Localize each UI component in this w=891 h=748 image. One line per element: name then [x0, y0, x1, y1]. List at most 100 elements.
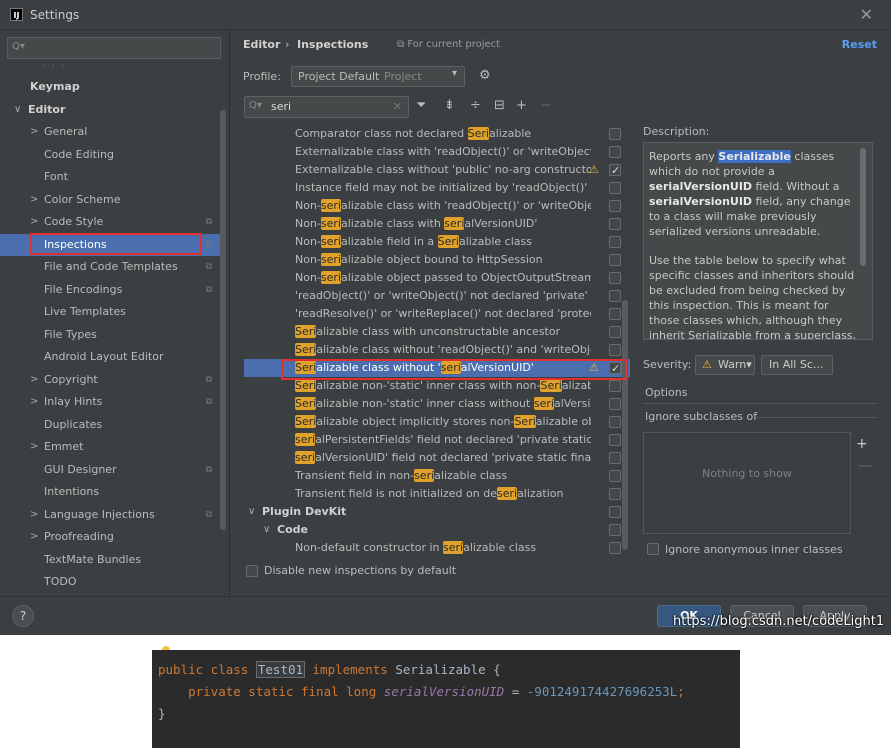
- sidebar-item-duplicates[interactable]: Duplicates: [0, 414, 222, 436]
- inspection-checkbox[interactable]: [609, 326, 621, 338]
- expand-all-icon[interactable]: ⇟: [444, 98, 455, 113]
- inspection-checkbox[interactable]: [609, 200, 621, 212]
- profile-select[interactable]: Project Default Project ▾: [291, 66, 465, 87]
- inspection-checkbox[interactable]: [609, 290, 621, 302]
- remove-icon[interactable]: −: [540, 98, 551, 113]
- gear-icon[interactable]: ⚙: [479, 68, 491, 83]
- sidebar-item-file-and-code-templates[interactable]: File and Code Templates⧉: [0, 256, 222, 278]
- inspection-checkbox[interactable]: [609, 452, 621, 464]
- sidebar-item-inlay-hints[interactable]: >Inlay Hints⧉: [0, 391, 222, 413]
- ok-button[interactable]: OK: [657, 605, 721, 627]
- inspection-subgroup-row[interactable]: ∨Code: [244, 521, 630, 539]
- close-icon[interactable]: ✕: [859, 5, 873, 24]
- inspection-row[interactable]: Non-serializable object passed to Object…: [244, 269, 630, 287]
- inspection-checkbox[interactable]: [609, 128, 621, 140]
- sidebar-item-todo[interactable]: TODO: [0, 571, 222, 593]
- sidebar-item-code-editing[interactable]: Code Editing: [0, 144, 222, 166]
- apply-button[interactable]: Apply: [803, 605, 867, 627]
- tree-scrollbar[interactable]: [622, 300, 628, 550]
- severity-select[interactable]: ⚠ Warn▾: [695, 355, 755, 375]
- sidebar-item-file-types[interactable]: File Types: [0, 324, 222, 346]
- inspection-row[interactable]: Externalizable class without 'public' no…: [244, 161, 630, 180]
- inspection-checkbox[interactable]: [609, 162, 621, 180]
- sidebar-item-emmet[interactable]: >Emmet: [0, 436, 222, 458]
- collapse-all-icon[interactable]: ÷: [470, 98, 481, 113]
- inspection-row[interactable]: Transient field is not initialized on de…: [244, 485, 630, 503]
- sidebar-item-code-style[interactable]: >Code Style⧉: [0, 211, 222, 233]
- inspection-row[interactable]: Instance field may not be initialized by…: [244, 179, 630, 197]
- inspection-checkbox[interactable]: [609, 542, 621, 554]
- chevron-right-icon[interactable]: >: [30, 373, 39, 385]
- disable-new-checkbox[interactable]: [246, 565, 258, 577]
- scope-select[interactable]: In All Sc...: [761, 355, 833, 375]
- sidebar-item-gui-designer[interactable]: GUI Designer⧉: [0, 459, 222, 481]
- inspection-row[interactable]: Serializable object implicitly stores no…: [244, 413, 630, 431]
- inspection-row[interactable]: Serializable non-'static' inner class wi…: [244, 377, 630, 395]
- inspection-row[interactable]: Serializable non-'static' inner class wi…: [244, 395, 630, 413]
- chevron-down-icon[interactable]: ∨: [263, 524, 271, 535]
- inspection-checkbox[interactable]: [609, 470, 621, 482]
- inspection-row[interactable]: Transient field in non-serializable clas…: [244, 467, 630, 485]
- inspection-row[interactable]: serialVersionUID' field not declared 'pr…: [244, 449, 630, 467]
- inspection-checkbox[interactable]: [609, 344, 621, 356]
- sidebar-item-keymap[interactable]: Keymap: [0, 76, 222, 98]
- inspection-checkbox[interactable]: [609, 398, 621, 410]
- sidebar-item-android-layout-editor[interactable]: Android Layout Editor: [0, 346, 222, 368]
- disable-new-inspections-option[interactable]: Disable new inspections by default: [244, 562, 624, 580]
- inspection-row[interactable]: Comparator class not declared Serializab…: [244, 125, 630, 143]
- chevron-right-icon[interactable]: >: [30, 126, 39, 137]
- ignore-subclasses-list[interactable]: Nothing to show: [643, 432, 851, 534]
- sidebar-item-copyright[interactable]: >Copyright⧉: [0, 369, 222, 391]
- description-scrollbar[interactable]: [860, 148, 866, 266]
- inspection-row[interactable]: Serializable class with unconstructable …: [244, 323, 630, 341]
- clear-search-icon[interactable]: ✕: [392, 100, 402, 113]
- chevron-right-icon[interactable]: >: [30, 441, 39, 452]
- chevron-right-icon[interactable]: >: [30, 531, 39, 542]
- inspection-checkbox[interactable]: [609, 360, 621, 378]
- reset-link[interactable]: Reset: [841, 38, 877, 51]
- inspection-row[interactable]: Non-serializable class with serialVersio…: [244, 215, 630, 233]
- inspection-checkbox[interactable]: [609, 506, 621, 518]
- inspection-checkbox[interactable]: [609, 488, 621, 500]
- ignore-anonymous-checkbox[interactable]: [647, 543, 659, 555]
- inspection-checkbox[interactable]: [609, 416, 621, 428]
- sidebar-item-file-encodings[interactable]: File Encodings⧉: [0, 279, 222, 301]
- inspection-checkbox[interactable]: [609, 182, 621, 194]
- sidebar-item-font[interactable]: Font: [0, 166, 222, 188]
- chevron-down-icon[interactable]: ∨: [14, 103, 22, 115]
- sidebar-item-inspections[interactable]: Inspections⧉: [0, 233, 222, 256]
- sidebar-scrollbar[interactable]: [220, 110, 226, 530]
- sidebar-item-intentions[interactable]: Intentions: [0, 481, 222, 503]
- inspection-checkbox[interactable]: [609, 434, 621, 446]
- cancel-button[interactable]: Cancel: [730, 605, 794, 627]
- sidebar-item-editor[interactable]: ∨Editor: [0, 99, 222, 121]
- chevron-right-icon[interactable]: >: [30, 396, 39, 407]
- sidebar-item-textmate-bundles[interactable]: TextMate Bundles: [0, 549, 222, 571]
- sidebar-item-general[interactable]: >General: [0, 121, 222, 143]
- chevron-right-icon[interactable]: >: [30, 508, 39, 520]
- ignore-anonymous-option[interactable]: Ignore anonymous inner classes: [647, 541, 877, 559]
- inspection-row[interactable]: 'readObject()' or 'writeObject()' not de…: [244, 287, 630, 305]
- inspection-checkbox[interactable]: [609, 218, 621, 230]
- inspection-checkbox[interactable]: [609, 308, 621, 320]
- breadcrumb-editor[interactable]: Editor: [243, 38, 281, 51]
- inspection-checkbox[interactable]: [609, 524, 621, 536]
- inspection-row[interactable]: Non-serializable field in a Serializable…: [244, 233, 630, 251]
- inspection-checkbox[interactable]: [609, 236, 621, 248]
- filter-icon[interactable]: ⏷: [416, 98, 427, 113]
- sidebar-item-language-injections[interactable]: >Language Injections⧉: [0, 504, 222, 526]
- inspection-row[interactable]: Serializable class without 'serialVersio…: [244, 359, 630, 378]
- remove-icon[interactable]: —: [858, 458, 872, 474]
- sidebar-item-proofreading[interactable]: >Proofreading: [0, 526, 222, 548]
- help-button[interactable]: ?: [12, 605, 34, 627]
- sidebar-item-color-scheme[interactable]: >Color Scheme: [0, 189, 222, 211]
- inspection-row[interactable]: Non-serializable class with 'readObject(…: [244, 197, 630, 215]
- group-icon[interactable]: ⊟: [494, 98, 505, 113]
- inspection-search-input[interactable]: Q▾ seri ✕: [244, 96, 409, 118]
- inspection-row[interactable]: Serializable class without 'readObject()…: [244, 341, 630, 359]
- inspection-checkbox[interactable]: [609, 272, 621, 284]
- inspection-row[interactable]: Externalizable class with 'readObject()'…: [244, 143, 630, 161]
- inspection-row[interactable]: 'readResolve()' or 'writeReplace()' not …: [244, 305, 630, 323]
- chevron-down-icon[interactable]: ∨: [248, 506, 256, 517]
- inspection-group-row[interactable]: ∨Plugin DevKit: [244, 503, 630, 521]
